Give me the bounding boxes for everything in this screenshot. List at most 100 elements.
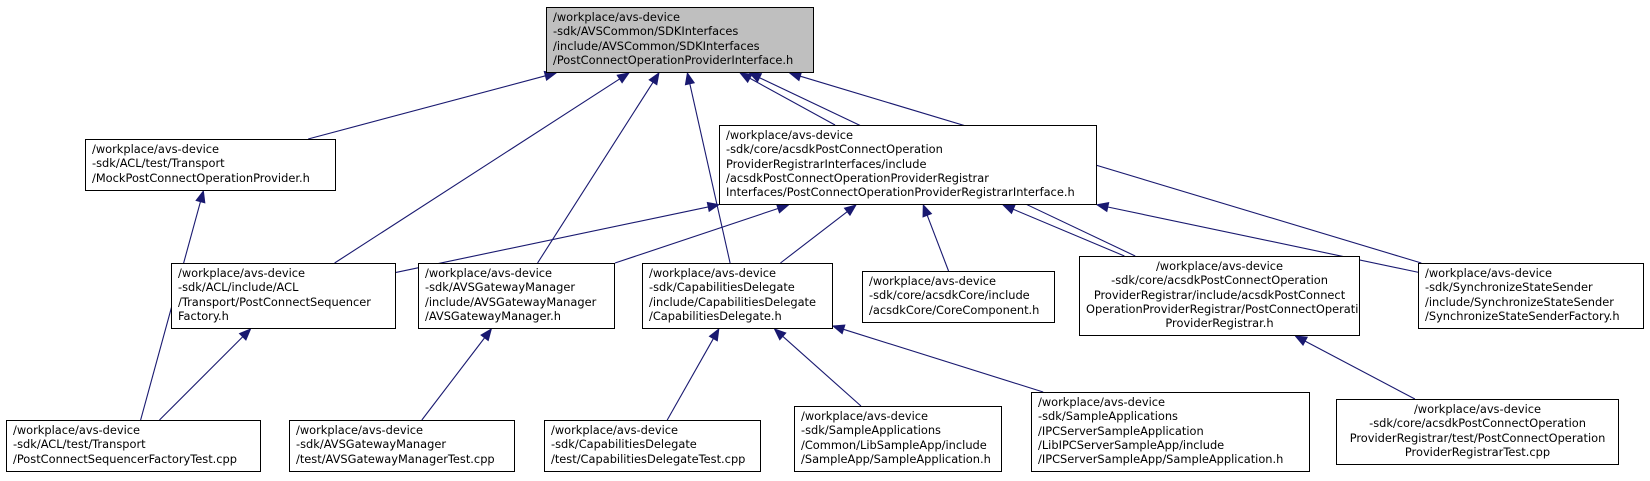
node-label-line: /workplace/avs-device — [1155, 259, 1284, 273]
node-label-line: /workplace/avs-device — [13, 423, 141, 437]
arrowhead-icon — [648, 71, 660, 86]
node-label-line: /LibIPCServerSampleApp/include — [1038, 437, 1225, 452]
node-label-line: /AVSGatewayManager.h — [425, 308, 561, 323]
edge-seq_factory-to-root — [334, 78, 620, 264]
arrowhead-icon — [1001, 204, 1016, 215]
node-label-line: /workplace/avs-device — [801, 409, 929, 423]
node-label-line: /PostConnectSequencerFactoryTest.cpp — [13, 451, 238, 466]
node-label-line: OperationProviderRegistrar/PostConnectOp… — [1086, 301, 1360, 316]
arrowhead-icon — [1095, 201, 1110, 213]
edge-gateway-to-registrar_iface — [614, 207, 779, 264]
edge-gateway_test-to-gateway — [421, 337, 486, 421]
edge-mock-to-root — [308, 75, 546, 140]
node-label-line: -sdk/core/acsdkCore/include — [869, 288, 1030, 303]
node-label-line: /IPCServerSampleApplication — [1038, 423, 1204, 438]
node-post-connect-operation-provider-registrar[interactable]: /workplace/avs-device-sdk/core/acsdkPost… — [1079, 256, 1360, 336]
edge-gateway-to-root — [537, 81, 654, 264]
arrowhead-icon — [843, 204, 857, 217]
arrowhead-icon — [708, 327, 720, 342]
edge-seq_test-to-seq_factory — [159, 336, 244, 421]
node-mock-post-connect-operation-provider[interactable]: /workplace/avs-device-sdk/ACL/test/Trans… — [85, 139, 336, 191]
node-label-line: -sdk/ACL/test/Transport — [13, 437, 146, 452]
node-avs-gateway-manager[interactable]: /workplace/avs-device-sdk/AVSGatewayMana… — [418, 263, 615, 329]
edge-capdel_test-to-capdel — [666, 338, 714, 421]
arrowhead-icon — [616, 72, 630, 84]
node-label-line: /workplace/avs-device — [1413, 402, 1542, 416]
node-label-line: Interfaces/PostConnectOperationProviderR… — [726, 185, 1075, 200]
node-label-line: -sdk/CapabilitiesDelegate — [649, 280, 795, 295]
edge-sync_sender-to-registrar_iface — [1107, 206, 1419, 273]
node-capabilities-delegate-test[interactable]: /workplace/avs-device-sdk/CapabilitiesDe… — [544, 420, 761, 472]
node-label-line: /SampleApp/SampleApplication.h — [801, 451, 991, 466]
node-label-line: /PostConnectOperationProviderInterface.h — [553, 52, 794, 67]
arrowhead-icon — [748, 72, 763, 83]
node-ipc-server-sample-application[interactable]: /workplace/avs-device-sdk/SampleApplicat… — [1031, 392, 1310, 472]
arrowhead-icon — [788, 71, 803, 82]
node-label-line: /Common/LibSampleApp/include — [801, 437, 987, 452]
node-label-line: /IPCServerSampleApp/SampleApplication.h — [1038, 452, 1284, 467]
node-label-line: /include/AVSCommon/SDKInterfaces — [553, 38, 760, 53]
node-label-line: /workplace/avs-device — [869, 274, 997, 288]
node-label-line: /include/SynchronizeStateSender — [1425, 294, 1614, 309]
arrowhead-icon — [195, 189, 206, 204]
node-post-connect-operation-provider-interface[interactable]: /workplace/avs-device-sdk/AVSCommon/SDKI… — [546, 7, 814, 73]
node-capabilities-delegate[interactable]: /workplace/avs-device-sdk/CapabilitiesDe… — [642, 263, 833, 329]
node-sample-application[interactable]: /workplace/avs-device-sdk/SampleApplicat… — [794, 406, 1002, 472]
node-label-line: /Transport/PostConnectSequencer — [178, 294, 371, 309]
node-label-line: ProviderRegistrar.h — [1165, 316, 1274, 331]
arrowhead-icon — [706, 201, 721, 213]
node-label-line: /workplace/avs-device — [649, 266, 777, 280]
node-label-line: -sdk/CapabilitiesDelegate — [551, 437, 697, 452]
node-label-line: ProviderRegistrar/include/acsdkPostConne… — [1093, 287, 1346, 302]
node-label-line: -sdk/SampleApplications — [1038, 409, 1178, 424]
node-label-line: /CapabilitiesDelegate.h — [649, 308, 782, 323]
edge-registrar_test-to-registrar — [1304, 340, 1416, 400]
node-post-connect-operation-provider-registrar-interface[interactable]: /workplace/avs-device-sdk/core/acsdkPost… — [719, 125, 1097, 205]
arrowhead-icon — [1294, 335, 1309, 347]
node-label-line: ProviderRegistrarInterfaces/include — [726, 156, 927, 171]
node-label-line: /acsdkPostConnectOperationProviderRegist… — [726, 170, 989, 185]
node-label-line: Factory.h — [178, 308, 229, 323]
arrowhead-icon — [238, 328, 252, 341]
node-label-line: /workplace/avs-device — [726, 128, 854, 142]
node-label-line: ProviderRegistrarTest.cpp — [1404, 444, 1551, 459]
node-label-line: /acsdkCore/CoreComponent.h — [869, 302, 1040, 317]
node-label-line: -sdk/SynchronizeStateSender — [1425, 280, 1593, 295]
arrowhead-icon — [480, 327, 493, 342]
edge-sample_app-to-capdel — [782, 335, 862, 407]
edge-seq_factory-to-registrar_iface — [395, 206, 709, 273]
node-label-line: -sdk/AVSGatewayManager — [296, 437, 447, 452]
node-label-line: /workplace/avs-device — [296, 423, 424, 437]
node-post-connect-operation-provider-registrar-test[interactable]: /workplace/avs-device-sdk/core/acsdkPost… — [1336, 399, 1619, 465]
edge-core_comp-to-registrar_iface — [926, 215, 950, 272]
node-label-line: /workplace/avs-device — [178, 266, 306, 280]
node-label-line: -sdk/ACL/include/ACL — [178, 280, 299, 295]
node-label-line: /test/CapabilitiesDelegateTest.cpp — [551, 451, 746, 466]
node-post-connect-sequencer-factory-test[interactable]: /workplace/avs-device-sdk/ACL/test/Trans… — [6, 420, 261, 472]
node-avs-gateway-manager-test[interactable]: /workplace/avs-device-sdk/AVSGatewayMana… — [289, 420, 515, 472]
arrowhead-icon — [684, 71, 696, 86]
arrowhead-icon — [773, 328, 787, 341]
node-label-line: -sdk/AVSCommon/SDKInterfaces — [553, 24, 739, 39]
node-label-line: /workplace/avs-device — [553, 10, 681, 24]
node-label-line: /MockPostConnectOperationProvider.h — [92, 170, 310, 185]
node-synchronize-state-sender-factory[interactable]: /workplace/avs-device-sdk/SynchronizeSta… — [1418, 263, 1644, 329]
node-label-line: ProviderRegistrar/test/PostConnectOperat… — [1349, 430, 1606, 445]
node-label-line: /workplace/avs-device — [92, 142, 220, 156]
node-label-line: -sdk/core/acsdkPostConnectOperation — [726, 142, 943, 157]
arrowhead-icon — [831, 324, 846, 335]
node-label-line: /workplace/avs-device — [425, 266, 553, 280]
node-label-line: -sdk/SampleApplications — [801, 423, 941, 438]
edge-sync_sender-to-root — [800, 75, 1422, 264]
node-label-line: -sdk/core/acsdkPostConnectOperation — [1111, 273, 1328, 288]
node-label-line: /workplace/avs-device — [1038, 395, 1166, 409]
edge-capdel-to-root — [689, 83, 731, 264]
edge-registrar-to-registrar_iface — [1013, 208, 1125, 257]
node-core-component[interactable]: /workplace/avs-device-sdk/core/acsdkCore… — [862, 271, 1055, 323]
node-label-line: /SynchronizeStateSenderFactory.h — [1425, 308, 1620, 323]
node-label-line: /workplace/avs-device — [1425, 266, 1553, 280]
node-post-connect-sequencer-factory[interactable]: /workplace/avs-device-sdk/ACL/include/AC… — [171, 263, 396, 329]
node-label-line: /workplace/avs-device — [551, 423, 679, 437]
